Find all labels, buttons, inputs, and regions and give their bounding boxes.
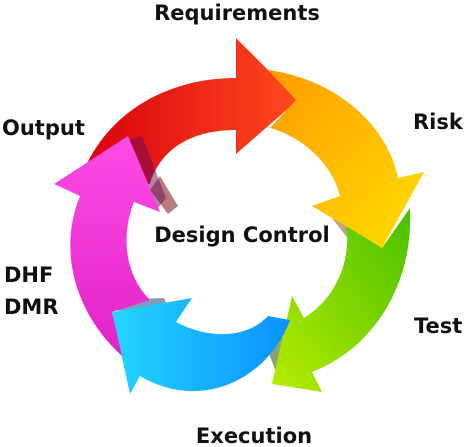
label-risk: Risk [413, 110, 464, 134]
label-requirements: Requirements [154, 1, 320, 25]
orange-arrow-segment [268, 70, 424, 248]
green-arrow [272, 208, 411, 392]
center-label: Design Control [154, 223, 329, 247]
magenta-arrow [54, 136, 160, 356]
magenta-arrow-shadow [130, 136, 166, 208]
magenta-arrow-segment [54, 136, 166, 356]
orange-arrow [268, 70, 424, 248]
label-dhf: DHF [4, 263, 53, 287]
label-test: Test [414, 314, 462, 338]
label-execution: Execution [196, 424, 312, 447]
label-dmr: DMR [4, 295, 59, 319]
blue-arrow [112, 298, 290, 394]
label-output: Output [2, 116, 85, 140]
blue-arrow-segment [112, 298, 290, 394]
